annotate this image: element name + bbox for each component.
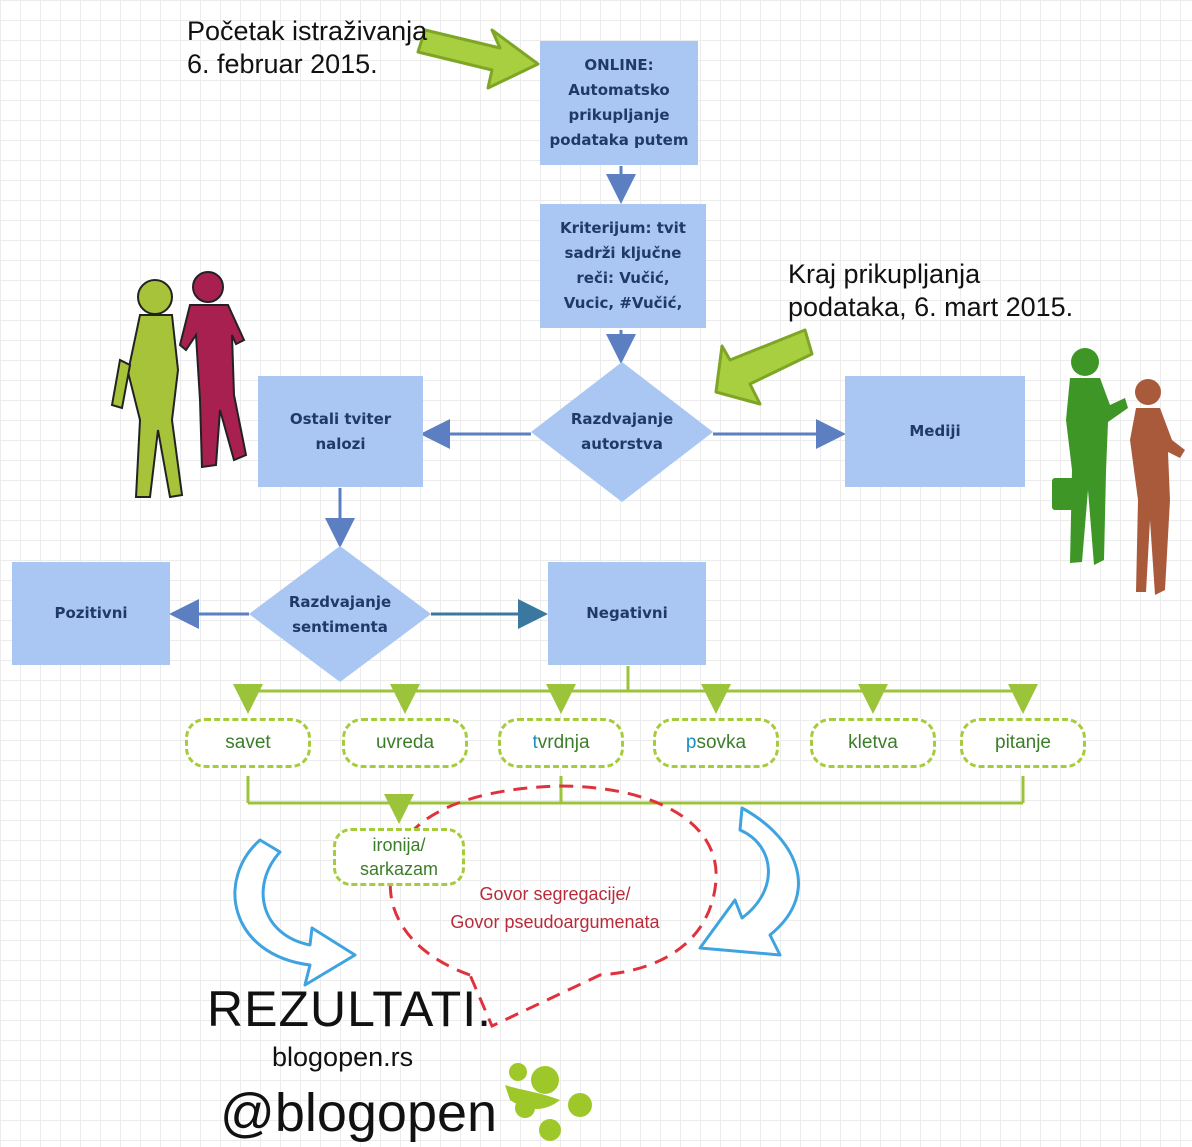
- positive-box: Pozitivni: [12, 562, 170, 665]
- sentiment-diamond: [249, 546, 431, 682]
- twitter-handle: @blogopen: [220, 1083, 498, 1143]
- authorship-label: Razdvajanje autorstva: [570, 410, 674, 453]
- media-box: Mediji: [845, 376, 1025, 487]
- right-curved-arrow: [698, 806, 800, 957]
- speech-bubble-outline: [388, 784, 718, 1029]
- negative-box: Negativni: [548, 562, 706, 665]
- category-connectors: [233, 666, 1038, 824]
- blogopen-logo-graphic: [505, 1063, 592, 1141]
- people-silhouette-right: [1052, 348, 1185, 595]
- results-heading: REZULTATI.: [207, 981, 492, 1037]
- site-url: blogopen.rs: [272, 1042, 414, 1072]
- people-silhouette-left: [110, 271, 248, 499]
- left-curved-arrow: [233, 838, 357, 987]
- online-collection-box: ONLINE: Automatsko prikupljanje podataka…: [540, 41, 698, 165]
- sentiment-label: Razdvajanje sentimenta: [288, 593, 392, 636]
- category-savet: savet: [185, 718, 311, 768]
- criterion-box: Kriterijum: tvit sadrži ključne reči: Vu…: [540, 204, 706, 328]
- irony-sarcasm-box: ironija/ sarkazam: [333, 828, 465, 886]
- category-pitanje: pitanje: [960, 718, 1086, 768]
- category-uvreda: uvreda: [342, 718, 468, 768]
- start-pointer-arrow: [416, 28, 540, 90]
- category-kletva: kletva: [810, 718, 936, 768]
- collection-end-note: Kraj prikupljanja podataka, 6. mart 2015…: [788, 259, 1074, 322]
- other-accounts-box: Ostali tviter nalozi: [258, 376, 423, 487]
- research-start-note: Početak istraživanja 6. februar 2015.: [187, 16, 428, 79]
- authorship-diamond: [531, 362, 713, 502]
- segregation-speech-text: Govor segregacije/ Govor pseudoargumenat…: [450, 884, 660, 932]
- end-pointer-arrow: [714, 328, 814, 406]
